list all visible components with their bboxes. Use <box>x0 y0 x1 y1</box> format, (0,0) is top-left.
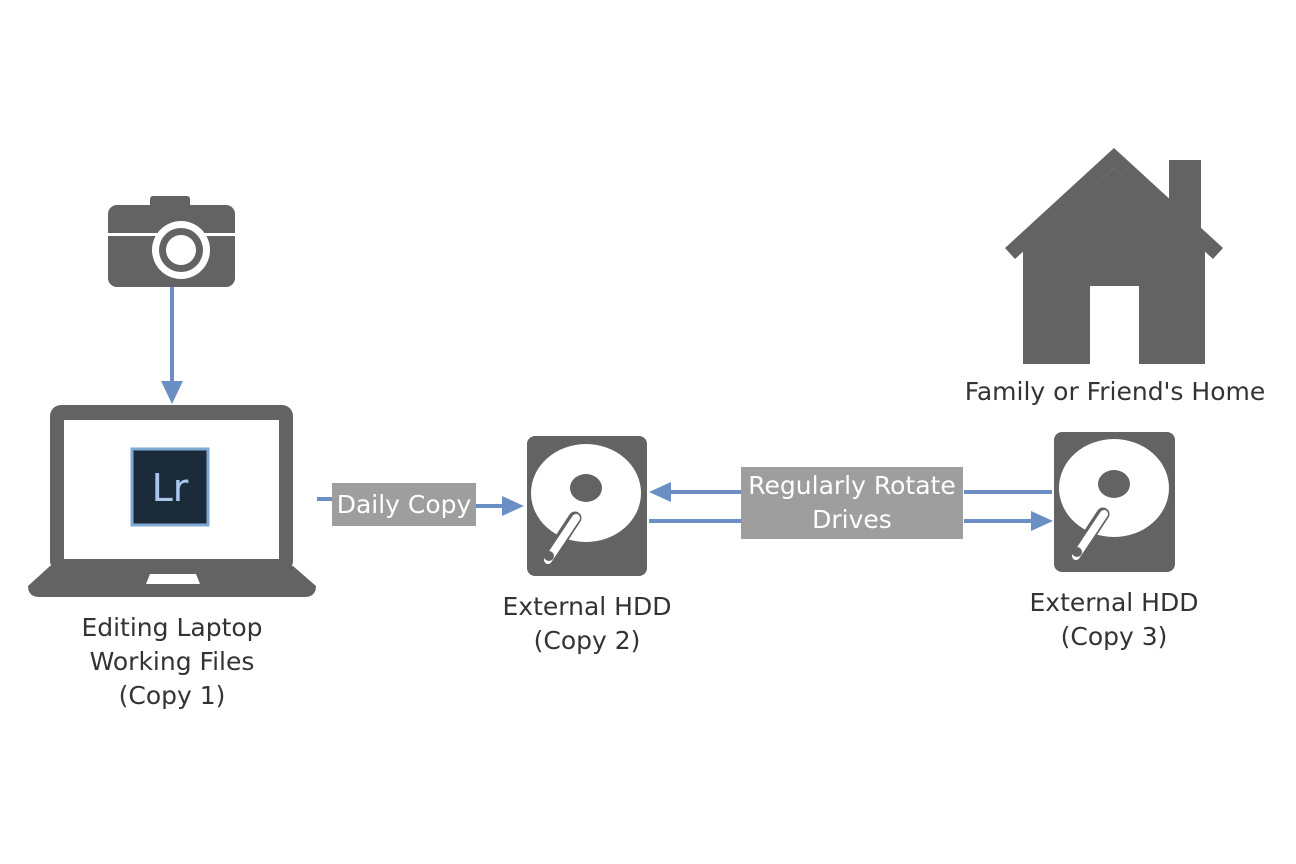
camera-to-laptop-arrow <box>161 287 183 404</box>
rotate-drives-label: Regularly Rotate Drives <box>741 467 963 539</box>
rotate-arrow-to-hdd3 <box>649 511 1053 531</box>
camera-icon <box>108 196 235 287</box>
laptop-label: Editing Laptop Working Files (Copy 1) <box>81 613 263 710</box>
hard-drive-icon <box>527 436 647 576</box>
home-label: Family or Friend's Home <box>964 377 1266 406</box>
daily-copy-label: Daily Copy <box>332 483 476 526</box>
hard-drive-icon <box>1054 432 1175 572</box>
rotate-arrow-to-hdd2 <box>649 482 1052 502</box>
lightroom-logo-icon: Lr <box>130 447 210 527</box>
hdd-2-label: External HDD (Copy 2) <box>502 592 672 655</box>
house-icon <box>1005 148 1223 364</box>
hdd-3-label: External HDD (Copy 3) <box>1029 588 1199 651</box>
daily-copy-arrow <box>317 496 524 516</box>
lightroom-logo-text: Lr <box>152 466 189 510</box>
